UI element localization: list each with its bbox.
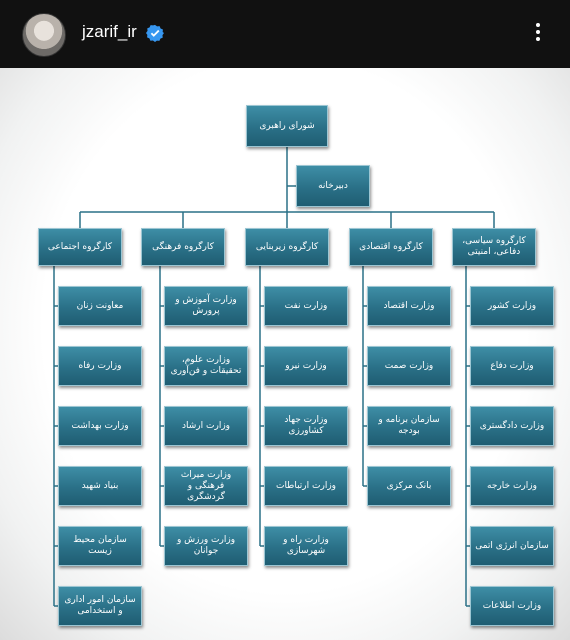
verified-badge-icon	[146, 24, 164, 42]
member-box-1-1: وزارت علوم، تحقیقات و فن‌آوری	[164, 346, 248, 386]
member-box-0-4: سازمان محیط زیست	[58, 526, 142, 566]
member-box-0-2: وزارت بهداشت	[58, 406, 142, 446]
member-box-0-0: معاونت زنان	[58, 286, 142, 326]
member-box-2-2: وزارت جهاد کشاورزی	[264, 406, 348, 446]
secretariat-box: دبیرخانه	[296, 165, 370, 207]
member-box-0-3: بنیاد شهید	[58, 466, 142, 506]
member-box-4-2: وزارت دادگستری	[470, 406, 554, 446]
member-box-4-1: وزارت دفاع	[470, 346, 554, 386]
member-box-0-1: وزارت رفاه	[58, 346, 142, 386]
post-image: شورای راهبری دبیرخانه کارگروه اجتماعی معاون…	[0, 68, 570, 640]
member-box-4-0: وزارت کشور	[470, 286, 554, 326]
group-box-3: کارگروه اقتصادی	[349, 228, 433, 266]
group-box-0: کارگروه اجتماعی	[38, 228, 122, 266]
group-box-1: کارگروه فرهنگی	[141, 228, 225, 266]
post-header: jzarif_ir	[0, 0, 570, 68]
member-box-3-0: وزارت اقتصاد	[367, 286, 451, 326]
member-box-3-3: بانک مرکزی	[367, 466, 451, 506]
member-box-1-0: وزارت آموزش و پرورش	[164, 286, 248, 326]
top-council-box: شورای راهبری	[246, 105, 328, 147]
more-vertical-icon[interactable]	[528, 20, 548, 48]
group-box-2: کارگروه زیربنایی	[245, 228, 329, 266]
member-box-3-1: وزارت صمت	[367, 346, 451, 386]
username-link[interactable]: jzarif_ir	[82, 22, 137, 41]
member-box-4-3: وزارت خارجه	[470, 466, 554, 506]
group-box-4: کارگروه سیاسی، دفاعی، امنیتی	[452, 228, 536, 266]
member-box-2-0: وزارت نفت	[264, 286, 348, 326]
member-box-4-4: سازمان انرژی اتمی	[470, 526, 554, 566]
member-box-3-2: سازمان برنامه و بودجه	[367, 406, 451, 446]
org-chart-connectors	[53, 147, 495, 607]
member-box-4-5: وزارت اطلاعات	[470, 586, 554, 626]
member-box-2-1: وزارت نیرو	[264, 346, 348, 386]
member-box-1-4: وزارت ورزش و جوانان	[164, 526, 248, 566]
profile-avatar[interactable]	[22, 13, 66, 57]
member-box-1-3: وزارت میراث فرهنگی و گردشگری	[164, 466, 248, 506]
member-box-0-5: سازمان امور اداری و استخدامی	[58, 586, 142, 626]
member-box-2-4: وزارت راه و شهرسازی	[264, 526, 348, 566]
member-box-2-3: وزارت ارتباطات	[264, 466, 348, 506]
member-box-1-2: وزارت ارشاد	[164, 406, 248, 446]
